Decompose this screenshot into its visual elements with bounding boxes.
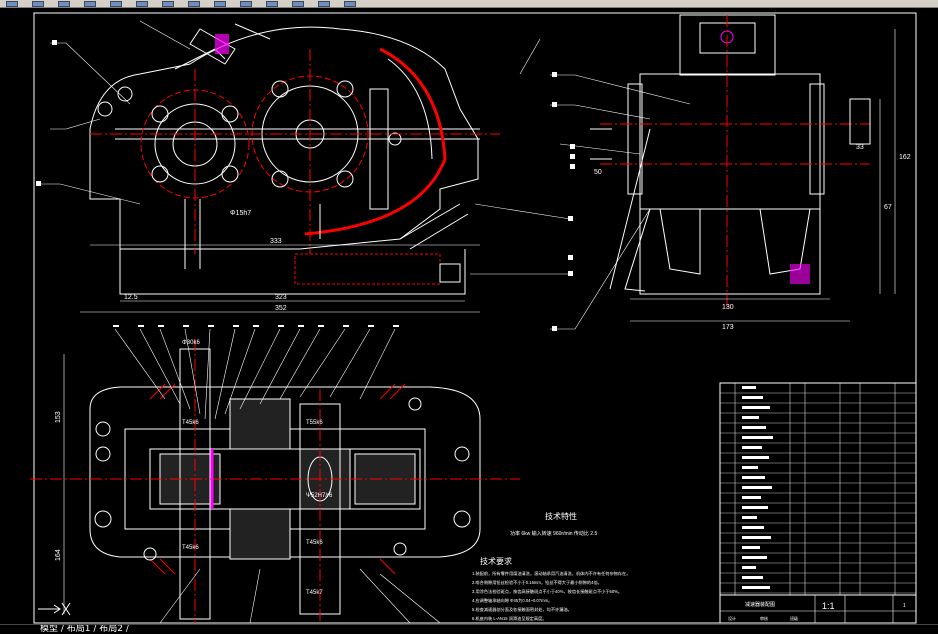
parts-row-text: [742, 506, 768, 509]
save-icon[interactable]: [58, 0, 70, 7]
top-dim-bear4: Τ45k6: [306, 540, 323, 546]
top-dim-bear1: Τ45k6: [182, 420, 199, 426]
top-dim-h1: 153: [55, 411, 62, 423]
side-dim-left: 50: [594, 169, 602, 176]
parts-row-text: [742, 386, 756, 389]
req-line-3: 3.用涂色法检验斑点，按齿高接触斑点不小于40%，按齿长接触斑点不小于50%。: [472, 588, 622, 595]
front-dim-total: 352: [275, 305, 287, 312]
parts-row-text: [742, 576, 763, 579]
req-line-4: 4.应调整轴承轴向隙 Φ45为0.04~0.07mm。: [472, 597, 552, 604]
zoom-icon[interactable]: [266, 0, 278, 7]
spec-title: 技术特性: [545, 511, 577, 521]
title-checker: 审核: [760, 615, 768, 621]
parts-row-text: [742, 406, 770, 409]
req-line-1: 1.装配前，所有零件用煤油清洗，滚动轴承用汽油清洗，机体内不许有任何杂物存在。: [472, 570, 630, 577]
title-scale: 1:1: [822, 601, 835, 611]
side-dim-base: 130: [722, 304, 734, 311]
copy-icon[interactable]: [136, 0, 148, 7]
top-dim-h2: 164: [55, 549, 62, 561]
front-dim-inner: 333: [270, 238, 282, 245]
parts-row-text: [742, 556, 767, 559]
parts-row-text: [742, 426, 766, 429]
title-school: 班级: [790, 615, 798, 621]
req-line-6: 6.机座内装 L-AN15 润滑油至规定高度。: [472, 615, 546, 622]
top-view: 153 164 Φ30k6 Τ45k6 Τ55k6 Ψ52H7/r6 Τ45k6…: [30, 325, 520, 624]
command-line[interactable]: 模型 / 布局1 / 布局2 /: [0, 624, 938, 634]
parts-row-text: [742, 466, 758, 469]
side-view: 130 173 67 162 33 50: [550, 14, 911, 331]
cut-icon[interactable]: [110, 0, 122, 7]
side-dim-flange: 33: [856, 144, 864, 151]
parts-row-text: [742, 416, 759, 419]
parts-row-text: [742, 476, 765, 479]
side-dim-total-h: 162: [899, 154, 911, 161]
drawing-border: [33, 12, 917, 624]
side-dim-total: 173: [722, 324, 734, 331]
help-icon[interactable]: [344, 0, 356, 7]
undo-icon[interactable]: [188, 0, 200, 7]
paste-icon[interactable]: [162, 0, 174, 7]
req-line-5: 5.检查减速器剖分面及各接触面密封处，均不许漏油。: [472, 606, 572, 613]
front-dim-center: Φ15h7: [230, 210, 251, 217]
parts-row-text: [742, 486, 772, 489]
parts-row-text: [742, 536, 771, 539]
top-dim-bear2: Τ55k6: [306, 420, 323, 426]
parts-rows: [720, 386, 916, 594]
title-designer: 设计: [728, 615, 736, 621]
layout-tabs[interactable]: 模型 / 布局1 / 布局2 /: [40, 624, 129, 634]
parts-row-text: [742, 526, 764, 529]
title-sheet: 1: [903, 603, 906, 609]
drawing-canvas[interactable]: Φ15h7 333 323 12.5 352: [0, 9, 938, 624]
ucs-icon: [38, 602, 71, 616]
spec-line: 功率 6kw 输入转速 960r/min 传动比 2.5: [510, 530, 597, 537]
layer-icon[interactable]: [318, 0, 330, 7]
req-title: 技术要求: [480, 556, 512, 566]
parts-row-text: [742, 456, 769, 459]
req-line-2: 2.啡合侧隙用铅丝检验不小于0.16mm，铅丝不得大于最小侧隙的4倍。: [472, 579, 602, 586]
parts-row-text: [742, 446, 762, 449]
toolbar: [0, 0, 938, 8]
pan-icon[interactable]: [240, 0, 252, 7]
parts-row-text: [742, 396, 763, 399]
parts-row-text: [742, 496, 761, 499]
front-dim-left: 12.5: [124, 294, 138, 301]
parts-row-text: [742, 546, 760, 549]
top-dim-bear3: Τ45k6: [182, 545, 199, 551]
redo-icon[interactable]: [214, 0, 226, 7]
parts-row-text: [742, 436, 773, 439]
top-dim-shaft-top: Φ30k6: [182, 340, 200, 346]
side-dim-height: 67: [884, 204, 892, 211]
front-view: Φ15h7 333 323 12.5 352: [36, 20, 573, 313]
properties-icon[interactable]: [292, 0, 304, 7]
parts-row-text: [742, 516, 757, 519]
top-dim-shaft-bot: Τ45k7: [306, 590, 323, 596]
parts-row-text: [742, 566, 756, 569]
front-dim-base: 323: [275, 294, 287, 301]
title-name: 减速器装配图: [745, 601, 775, 608]
print-icon[interactable]: [84, 0, 96, 7]
open-icon[interactable]: [32, 0, 44, 7]
top-dim-gear: Ψ52H7/r6: [306, 493, 333, 499]
parts-list: 减速器装配图 1:1 1 设计 审核 班级: [719, 382, 917, 624]
parts-row-text: [742, 586, 770, 589]
technical-notes: 技术特性 功率 6kw 输入转速 960r/min 传动比 2.5 技术要求 1…: [472, 511, 630, 622]
new-icon[interactable]: [6, 0, 18, 7]
